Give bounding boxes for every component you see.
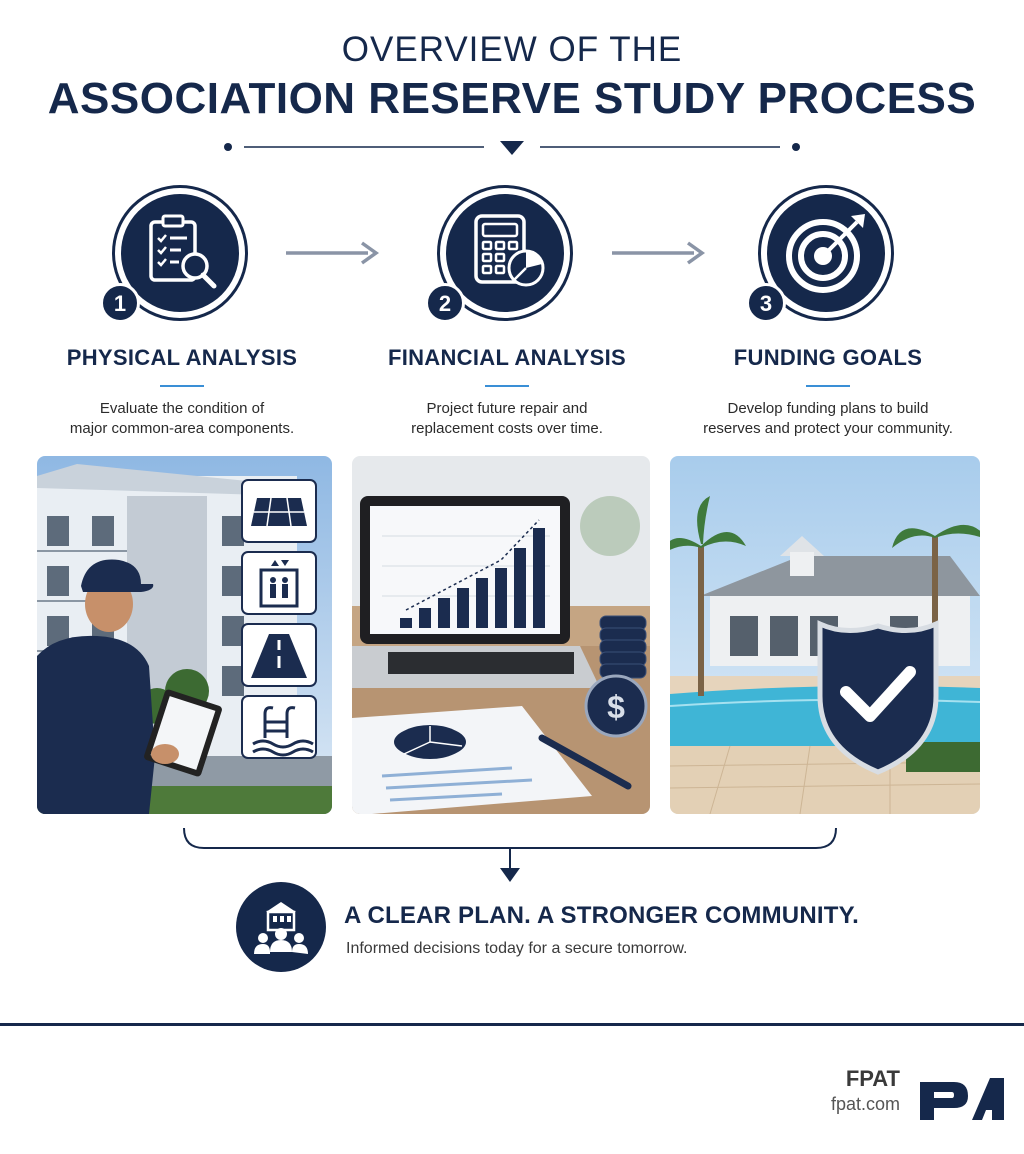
page-title: ASSOCIATION RESERVE STUDY PROCESS: [47, 74, 977, 123]
step-title: FUNDING GOALS: [733, 345, 923, 370]
laptop-trend: [405, 519, 540, 611]
arrow-right-icon: [612, 241, 706, 265]
arrow-right-icon: [286, 241, 380, 265]
step-number-3: 3: [746, 283, 786, 323]
step-physical-analysis: 1 PHYSICAL ANALYSIS Evaluate the conditi…: [37, 185, 327, 439]
laptop-bar: [438, 598, 450, 628]
step-number-1: 1: [100, 283, 140, 323]
step-number-2: 2: [425, 283, 465, 323]
calculator-pie-icon: [474, 214, 545, 287]
plan-title: A CLEAR PLAN. A STRONGER COMMUNITY.: [344, 902, 859, 929]
road-icon: [241, 623, 317, 687]
footer-divider: [0, 1023, 1024, 1026]
clipboard-magnifier-icon: [149, 214, 217, 289]
inspector-photo: [37, 456, 332, 814]
step-description: Evaluate the condition of major common-a…: [69, 400, 295, 437]
plan-subtitle: Informed decisions today for a secure to…: [346, 940, 688, 957]
step-description: Project future repair and replacement co…: [411, 400, 603, 437]
laptop-bar: [419, 608, 431, 628]
brand-block: FPAT fpat.com: [780, 1066, 900, 1115]
laptop-bar: [495, 568, 507, 628]
brand-logo-icon: [920, 1078, 1004, 1120]
step-title: PHYSICAL ANALYSIS: [66, 345, 298, 370]
target-arrow-icon: [786, 214, 865, 293]
laptop-bar: [457, 588, 469, 628]
step-funding-goals: 3 FUNDING GOALS Develop funding plans to…: [683, 185, 973, 439]
pool-ladder-icon: [241, 695, 317, 759]
community-building-icon: [236, 882, 326, 972]
step-description: Develop funding plans to build reserves …: [703, 400, 953, 437]
brand-name: FPAT: [845, 1066, 900, 1091]
step-financial-analysis: 2 FINANCIAL ANALYSIS Project future repa…: [362, 185, 652, 439]
step-title: FINANCIAL ANALYSIS: [387, 345, 627, 370]
laptop-bar: [476, 578, 488, 628]
elevator-icon: [241, 551, 317, 615]
laptop-bar: [533, 528, 545, 628]
laptop-bar: [514, 548, 526, 628]
clubhouse-pool-photo: [670, 456, 980, 814]
brand-url[interactable]: fpat.com: [830, 1094, 900, 1114]
bracket-connector: [183, 827, 837, 882]
title-divider: [224, 141, 800, 155]
svg-text:$: $: [607, 689, 625, 725]
title-top: OVERVIEW OF THE: [341, 30, 683, 69]
roof-icon: [241, 479, 317, 543]
laptop-chart-photo: $: [352, 456, 650, 814]
laptop-bar: [400, 618, 412, 628]
laptop-bars: [400, 528, 545, 628]
